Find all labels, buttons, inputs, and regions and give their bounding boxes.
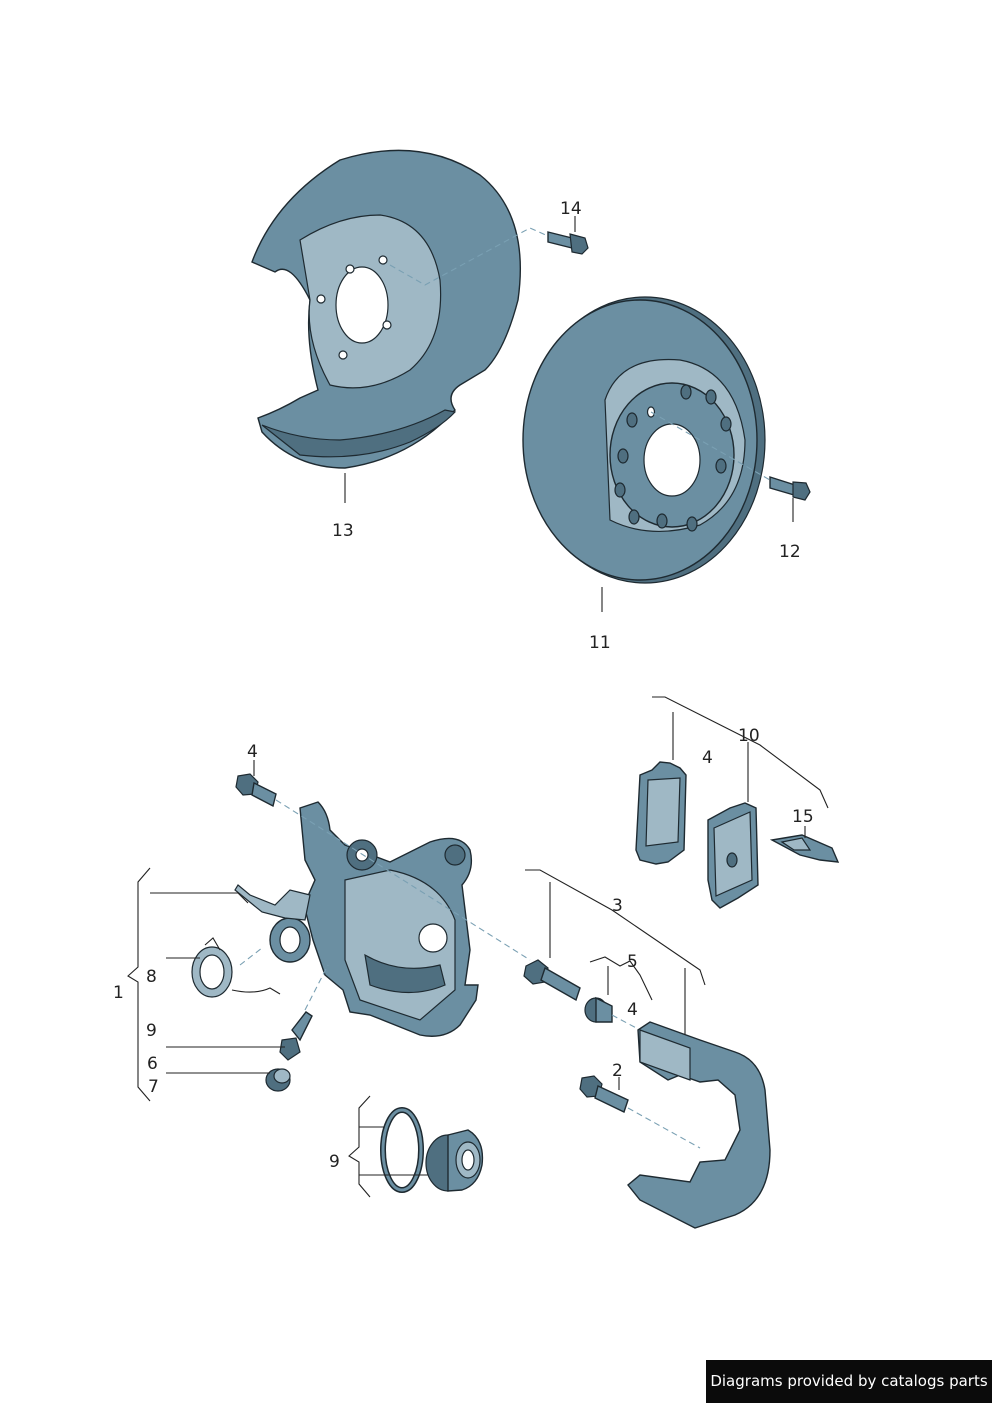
axis-line-pin xyxy=(611,1014,641,1031)
axis-line-bleed xyxy=(304,964,329,1011)
callout-10: 10 xyxy=(738,726,760,746)
callout-14: 14 xyxy=(560,199,582,219)
axis-line-12 xyxy=(650,411,771,481)
callout-11: 11 xyxy=(589,633,611,653)
bolt-14 xyxy=(547,231,589,255)
callout-3: 3 xyxy=(612,896,623,916)
brake-pad-inner xyxy=(707,802,759,909)
callout-8: 8 xyxy=(146,967,157,987)
callout-9-kit: 9 xyxy=(146,1021,157,1041)
callout-7: 7 xyxy=(148,1077,159,1097)
leader-lines xyxy=(127,216,829,1198)
callout-2: 2 xyxy=(612,1061,623,1081)
callout-9-lower: 9 xyxy=(329,1152,340,1172)
callout-4-pads: 4 xyxy=(702,748,713,768)
carrier-bolt-2 xyxy=(579,1075,629,1113)
dust-cap-7 xyxy=(265,1068,291,1092)
brake-pad-outer xyxy=(635,761,687,865)
axis-line-spring xyxy=(239,947,263,966)
callout-13: 13 xyxy=(332,521,354,541)
bleed-valve-6 xyxy=(279,1011,313,1061)
callout-12: 12 xyxy=(779,542,801,562)
caliper-carrier xyxy=(627,1021,771,1229)
callout-4-sleeve: 4 xyxy=(627,1000,638,1020)
caliper-bolt-4 xyxy=(235,773,277,808)
callout-15: 15 xyxy=(792,807,814,827)
brake-caliper xyxy=(234,801,479,1037)
repair-piston xyxy=(425,1129,484,1192)
guide-pin xyxy=(523,959,581,1002)
brake-disc xyxy=(522,296,766,584)
axis-line-14 xyxy=(389,227,549,286)
screw-12 xyxy=(769,476,811,501)
guide-sleeve xyxy=(584,996,613,1023)
credit-banner: Diagrams provided by catalogs parts xyxy=(706,1360,992,1403)
callout-4-bolt: 4 xyxy=(247,742,258,762)
callout-6: 6 xyxy=(147,1054,158,1074)
splash-shield xyxy=(251,149,521,469)
callout-5: 5 xyxy=(627,952,638,972)
pad-clip-15 xyxy=(769,834,840,863)
axis-line-carrier xyxy=(627,1107,701,1149)
seal-ring xyxy=(380,1107,424,1193)
spring-8 xyxy=(191,937,281,998)
axis-line-caliper xyxy=(275,799,531,961)
callout-1: 1 xyxy=(113,983,124,1003)
